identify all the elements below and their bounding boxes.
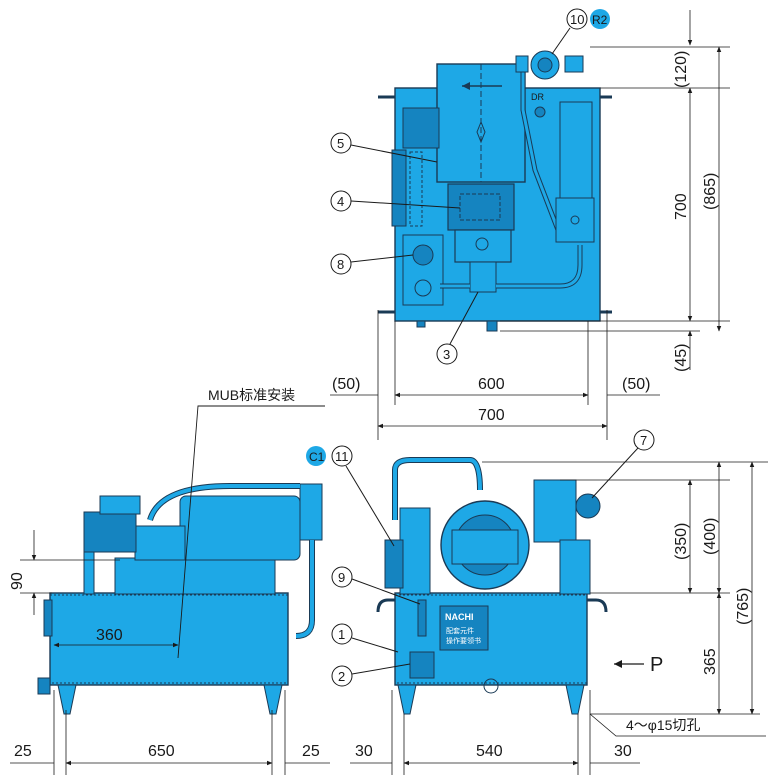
callout-9: 9 [331,566,421,605]
plate-line-2: 操作要领书 [446,636,481,645]
dim-front-350: (350) [673,523,690,560]
badge-r2: R2 [590,9,610,29]
svg-text:2: 2 [338,669,345,684]
svg-text:3: 3 [443,347,450,362]
dim-left-25b: 25 [302,743,320,760]
dim-front-400: (400) [702,518,719,555]
dim-top-865: (865) [702,173,719,210]
callout-4: 4 [330,190,461,212]
arrow-left-icon [462,82,502,90]
dim-top-700w: 700 [478,407,505,424]
dim-left-25a: 25 [14,743,32,760]
top-dimensions [330,10,730,440]
callout-8: 8 [330,253,414,275]
callout-10: 10 [551,8,588,55]
dim-front-30b: 30 [614,743,632,760]
callout-2: 2 [331,663,411,687]
front-view: NACHI 配套元件 操作要领书 11 9 1 2 7 [331,429,768,775]
dim-top-600: 600 [478,376,505,393]
svg-text:9: 9 [338,570,345,585]
left-tank [49,592,289,686]
callout-1: 1 [331,623,399,653]
dim-top-45: (45) [673,344,690,372]
svg-text:10: 10 [570,12,584,27]
callout-7: 7 [591,429,655,499]
dim-top-right-50: (50) [622,376,650,393]
dim-front-365: 365 [702,648,719,675]
svg-text:5: 5 [337,136,344,151]
svg-text:1: 1 [338,627,345,642]
callout-11: 11 [331,445,395,547]
svg-text:R2: R2 [592,13,608,27]
dim-top-left-50: (50) [332,376,360,393]
hole-label: 4～φ15切孔 [626,717,700,733]
dim-top-700: 700 [673,193,690,220]
view-arrow-p: P [614,654,663,676]
svg-text:P: P [650,654,663,676]
svg-text:4: 4 [337,194,344,209]
svg-text:11: 11 [335,449,349,464]
svg-text:7: 7 [640,433,647,448]
svg-text:8: 8 [337,257,344,272]
dim-top-120: (120) [673,51,690,88]
front-dimensions [350,461,768,775]
brand-logo: NACHI [445,612,474,622]
drain-label: DR [531,92,544,102]
top-view: DR 10 R2 5 4 8 3 [330,8,730,440]
callout-3: 3 [436,291,479,365]
left-view: MUB标准安装 C1 90 360 25 650 25 [9,387,330,775]
dim-front-765: (765) [735,588,752,625]
left-dimensions [10,530,330,775]
svg-text:C1: C1 [309,450,325,464]
dim-front-540: 540 [476,743,503,760]
plate-line-1: 配套元件 [446,626,474,635]
dim-left-650: 650 [148,743,175,760]
dim-left-360: 360 [96,627,123,644]
mub-label: MUB标准安装 [208,387,295,403]
callout-5: 5 [330,132,438,163]
dim-left-90: 90 [9,572,26,590]
badge-c1: C1 [306,446,326,466]
dim-front-30a: 30 [355,743,373,760]
